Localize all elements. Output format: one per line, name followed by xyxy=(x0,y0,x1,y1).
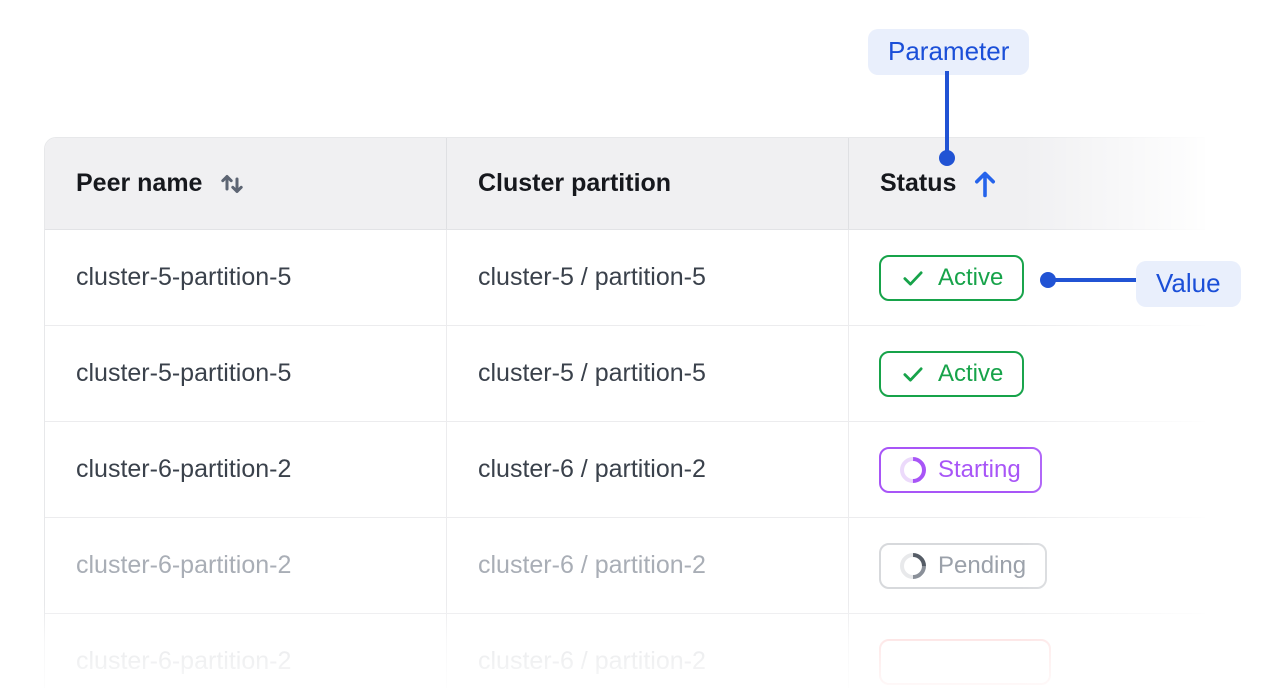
peer-name-cell: cluster-6-partition-2 xyxy=(45,614,447,688)
peer-name-cell: cluster-5-partition-5 xyxy=(45,326,447,421)
status-badge-label: Active xyxy=(938,359,1004,387)
status-badge-error xyxy=(879,638,1051,685)
value-connector-line xyxy=(1052,278,1136,282)
value-callout-badge: Value xyxy=(1136,261,1241,307)
cluster-partition-cell: cluster-6 / partition-2 xyxy=(447,518,849,613)
status-badge-label: Pending xyxy=(938,551,1027,579)
status-badge-active: Active xyxy=(879,350,1025,397)
status-badge-starting: Starting xyxy=(879,446,1042,493)
peer-name-cell: cluster-6-partition-2 xyxy=(45,422,447,517)
cluster-partition-cell: cluster-5 / partition-5 xyxy=(447,326,849,421)
peer-name-cell: cluster-6-partition-2 xyxy=(45,518,447,613)
status-cell: Starting xyxy=(849,422,1205,517)
table-row[interactable]: cluster-5-partition-5 cluster-5 / partit… xyxy=(45,230,1205,326)
spinner-icon xyxy=(894,451,932,488)
spinner-icon xyxy=(894,547,932,584)
status-cell: Active xyxy=(849,326,1205,421)
column-header-cluster-partition[interactable]: Cluster partition xyxy=(447,138,849,229)
sort-both-icon[interactable] xyxy=(218,170,246,198)
parameter-connector-dot xyxy=(939,150,955,166)
table-row[interactable]: cluster-6-partition-2 cluster-6 / partit… xyxy=(45,422,1205,518)
peers-table: Peer name Cluster partition Status clust… xyxy=(44,137,1205,688)
status-cell: Pending xyxy=(849,518,1205,613)
check-icon xyxy=(900,265,926,291)
status-badge-active: Active xyxy=(879,254,1025,301)
column-header-peer-name-label: Peer name xyxy=(76,169,203,197)
parameter-callout-label: Parameter xyxy=(888,36,1010,66)
peer-name-cell: cluster-5-partition-5 xyxy=(45,230,447,325)
value-callout-label: Value xyxy=(1156,268,1221,298)
status-badge-label: Starting xyxy=(938,455,1021,483)
column-header-status[interactable]: Status xyxy=(849,138,1205,229)
sort-ascending-icon[interactable] xyxy=(972,169,998,199)
parameter-connector-line xyxy=(945,71,949,152)
status-badge-pending: Pending xyxy=(879,542,1048,589)
check-icon xyxy=(900,361,926,387)
table-row[interactable]: cluster-5-partition-5 cluster-5 / partit… xyxy=(45,326,1205,422)
parameter-callout-badge: Parameter xyxy=(868,29,1030,75)
cluster-partition-cell: cluster-6 / partition-2 xyxy=(447,614,849,688)
value-connector-dot xyxy=(1040,272,1056,288)
table-row[interactable]: cluster-6-partition-2 cluster-6 / partit… xyxy=(45,614,1205,688)
status-badge-label: Active xyxy=(938,263,1004,291)
table-row[interactable]: cluster-6-partition-2 cluster-6 / partit… xyxy=(45,518,1205,614)
column-header-status-label: Status xyxy=(880,169,957,197)
column-header-peer-name[interactable]: Peer name xyxy=(45,138,447,229)
status-cell xyxy=(849,614,1205,688)
cluster-partition-cell: cluster-5 / partition-5 xyxy=(447,230,849,325)
status-cell: Active xyxy=(849,230,1205,325)
cluster-partition-cell: cluster-6 / partition-2 xyxy=(447,422,849,517)
column-header-cluster-partition-label: Cluster partition xyxy=(478,169,672,197)
table-header-row: Peer name Cluster partition Status xyxy=(45,138,1205,230)
